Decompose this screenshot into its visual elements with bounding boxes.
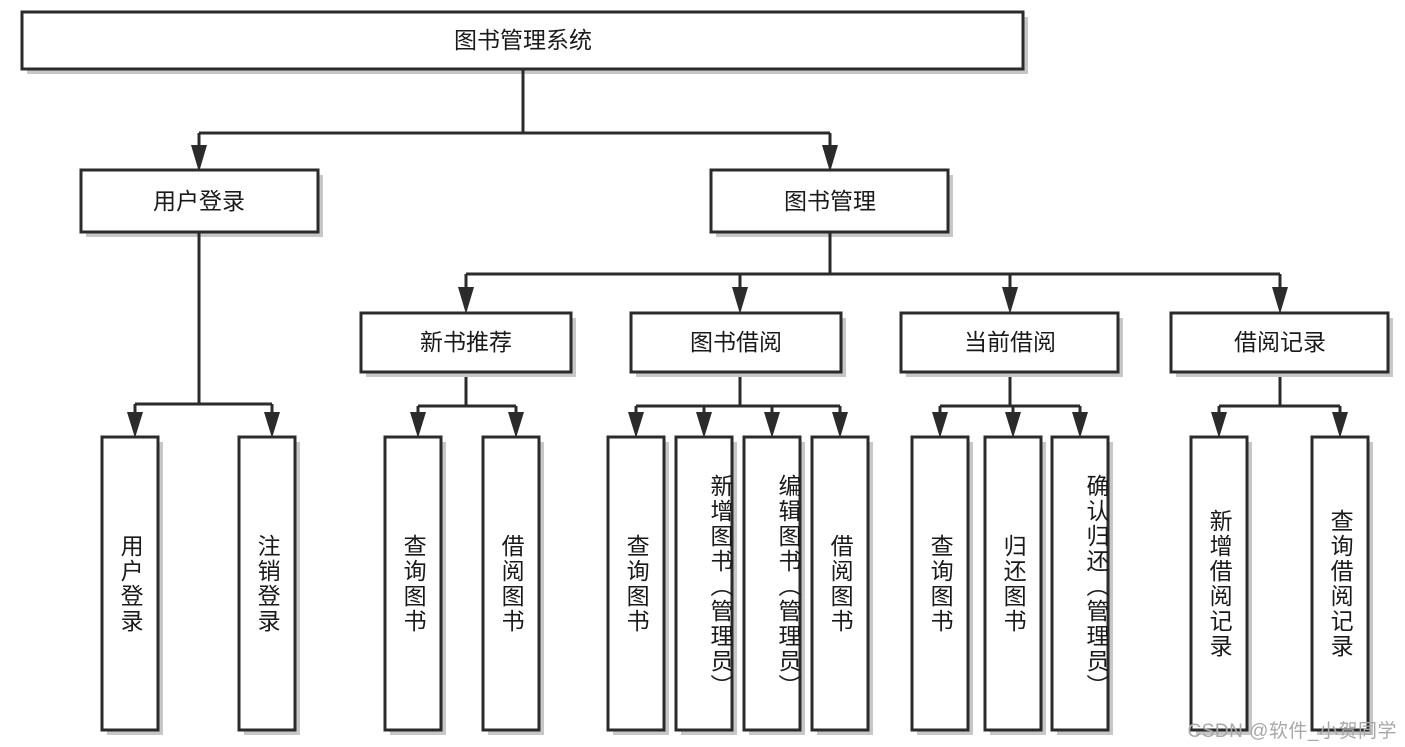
watermark: CSDN @软件_小贺同学 [1187, 721, 1397, 742]
leaf-rects[interactable] [100, 435, 1370, 732]
node-leaf-query-book-recommend-rect[interactable] [383, 435, 443, 732]
arrowhead-current-borrow [1002, 287, 1018, 314]
node-current-borrow-rect[interactable] [899, 311, 1120, 374]
node-leaf-query-book-current-rect[interactable] [910, 435, 970, 732]
arrowhead-user-login [191, 145, 207, 172]
node-user-login[interactable]: 用户登录 [79, 168, 320, 234]
node-root[interactable]: 图书管理系统 [20, 10, 1025, 71]
arrowhead-leaf-10 [1005, 412, 1021, 438]
node-leaf-query-borrow-record-rect[interactable] [1310, 435, 1370, 732]
arrowhead-leaf-13 [1332, 412, 1348, 438]
arrowhead-leaf-11 [1072, 412, 1088, 438]
node-root-rect[interactable] [20, 10, 1025, 71]
node-borrow-record-label: 借阅记录 [1234, 329, 1326, 355]
connectors [127, 69, 1348, 438]
arrowhead-leaf-1 [127, 412, 143, 438]
arrowhead-leaf-6 [696, 412, 712, 438]
node-leaf-borrow-book-rect[interactable] [810, 435, 870, 732]
node-leaf-borrow-book-recommend-rect[interactable] [481, 435, 541, 732]
node-root-label: 图书管理系统 [454, 27, 592, 53]
arrowhead-leaf-9 [932, 412, 948, 438]
node-book-borrow-rect[interactable] [629, 311, 843, 374]
node-new-book-recommend-rect[interactable] [359, 311, 573, 374]
node-new-book-recommend-label: 新书推荐 [420, 329, 512, 355]
node-leaf-logout-login-rect[interactable] [237, 435, 297, 732]
arrowhead-leaf-7 [764, 412, 780, 438]
arrowhead-borrow-record [1272, 287, 1288, 314]
node-leaf-edit-book-admin-rect[interactable] [742, 435, 802, 732]
node-book-management-rect[interactable] [709, 168, 950, 234]
node-leaf-confirm-return-admin-rect[interactable] [1050, 435, 1110, 732]
arrowhead-book-borrow [732, 287, 748, 314]
node-user-login-label: 用户登录 [153, 188, 245, 214]
arrowhead-leaf-2 [264, 412, 280, 438]
node-user-login-rect[interactable] [79, 168, 320, 234]
node-leaf-user-login-rect[interactable] [100, 435, 160, 732]
arrowhead-book-management [822, 145, 838, 172]
arrowhead-leaf-3 [410, 412, 426, 438]
node-current-borrow[interactable]: 当前借阅 [899, 311, 1120, 374]
node-book-borrow[interactable]: 图书借阅 [629, 311, 843, 374]
node-leaf-query-book-borrow-rect[interactable] [606, 435, 666, 732]
arrowhead-new-book [458, 287, 474, 314]
arrowhead-leaf-5 [628, 412, 644, 438]
arrowhead-leaf-12 [1211, 412, 1227, 438]
node-borrow-record-rect[interactable] [1169, 311, 1390, 374]
node-borrow-record[interactable]: 借阅记录 [1169, 311, 1390, 374]
node-current-borrow-label: 当前借阅 [964, 329, 1056, 355]
node-book-management[interactable]: 图书管理 [709, 168, 950, 234]
node-new-book-recommend[interactable]: 新书推荐 [359, 311, 573, 374]
node-book-borrow-label: 图书借阅 [690, 329, 782, 355]
arrowhead-leaf-4 [508, 412, 524, 438]
node-leaf-return-book-rect[interactable] [983, 435, 1043, 732]
node-leaf-add-borrow-record-rect[interactable] [1189, 435, 1249, 732]
node-leaf-add-book-admin-rect[interactable] [674, 435, 734, 732]
node-book-management-label: 图书管理 [784, 188, 876, 214]
arrowhead-leaf-8 [832, 412, 848, 438]
